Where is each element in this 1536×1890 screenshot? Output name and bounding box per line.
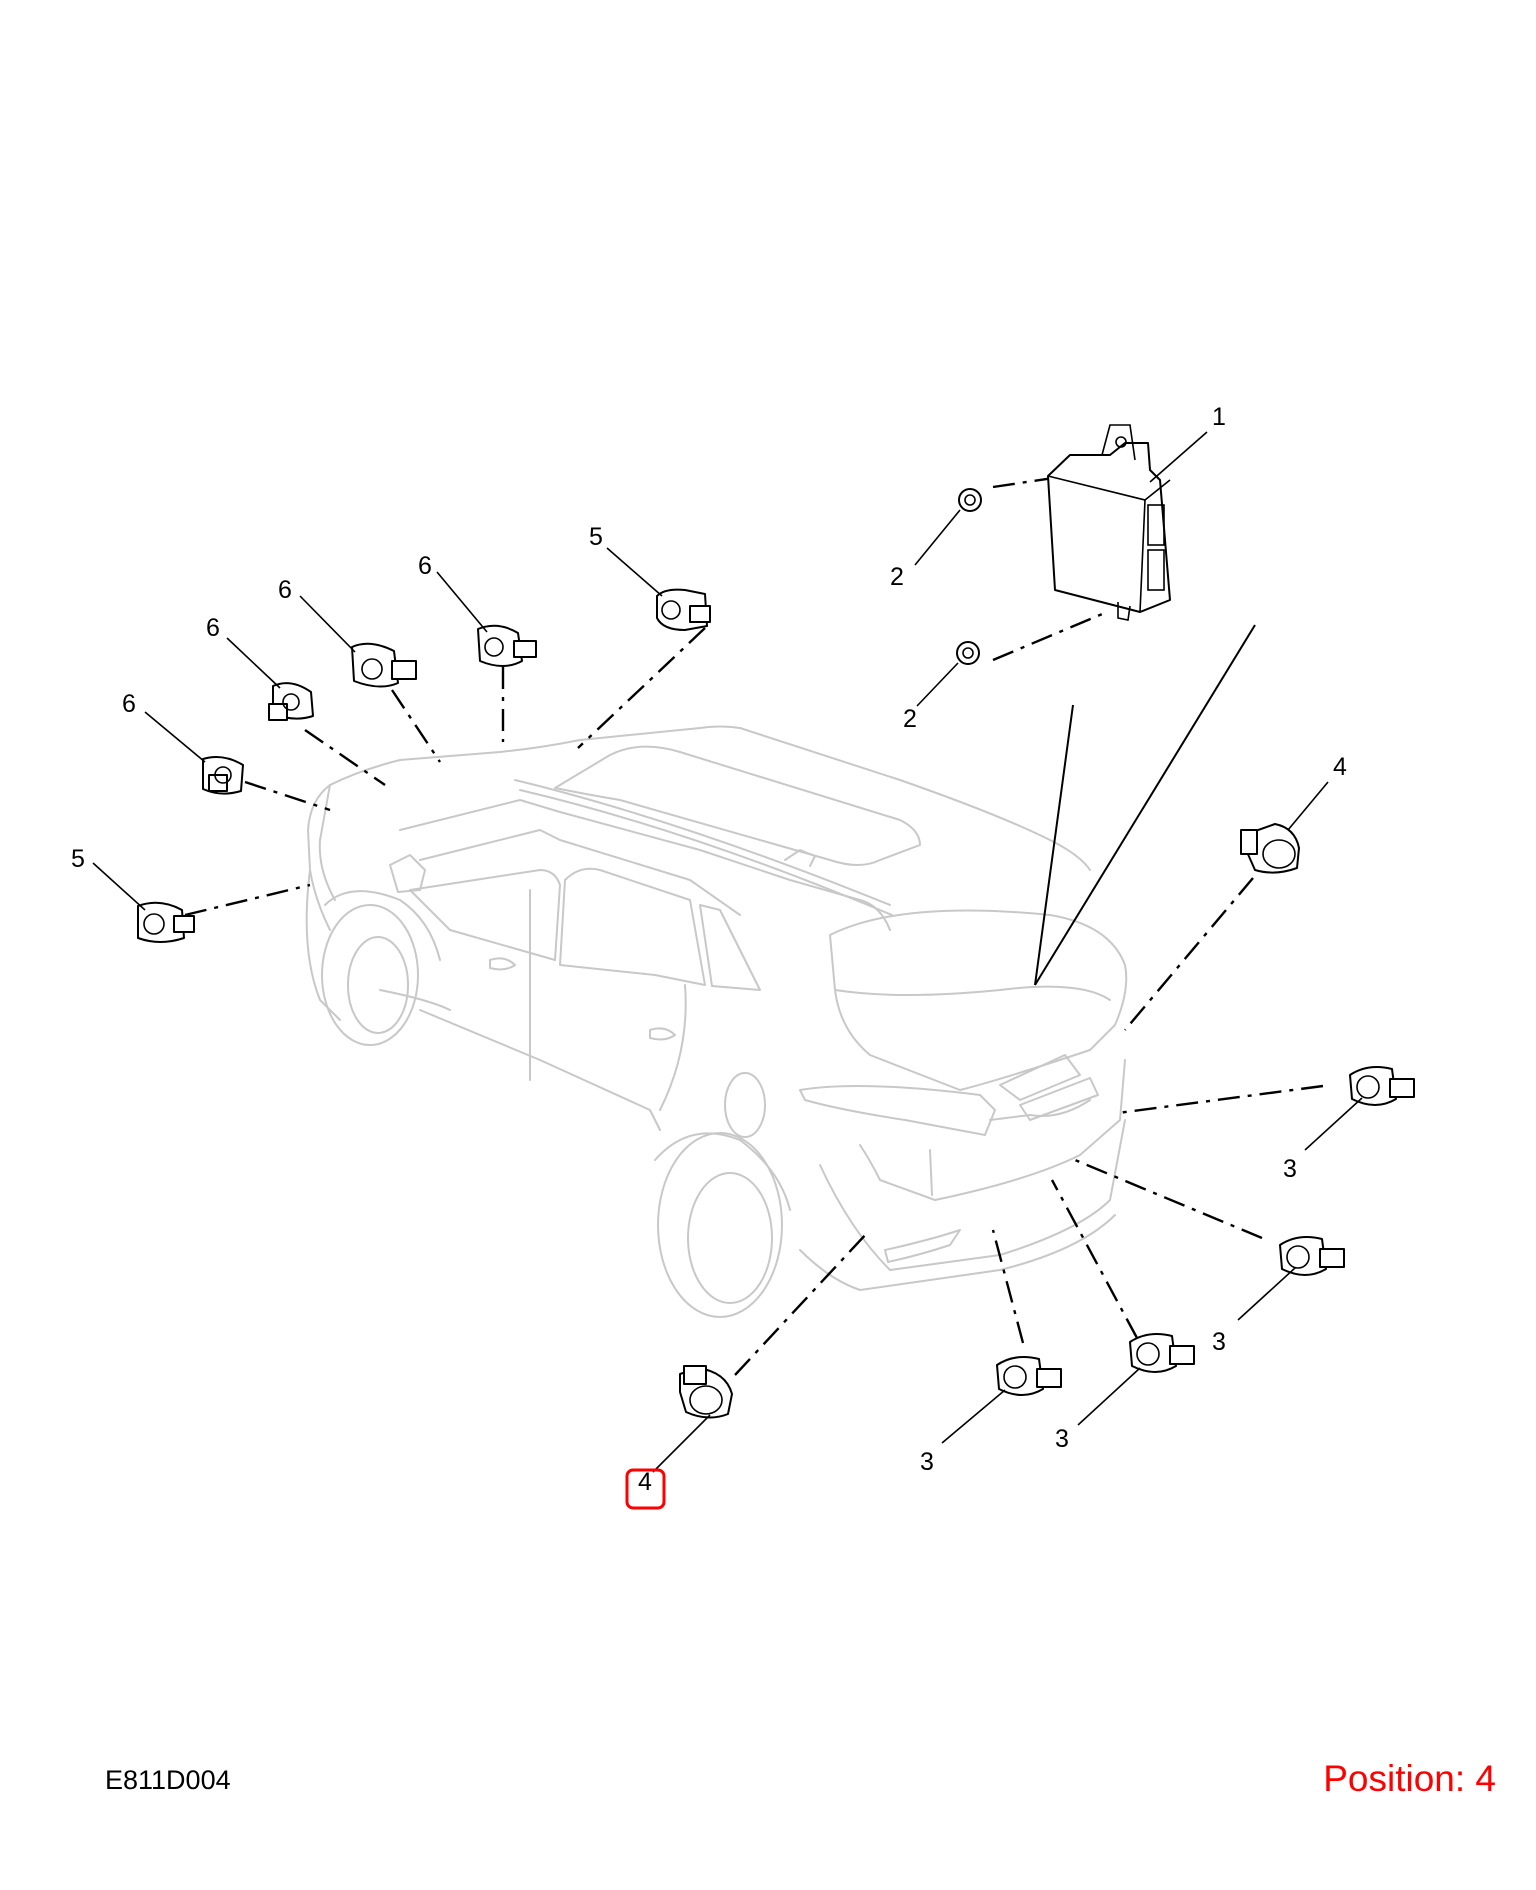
callout-2-lower[interactable]: 2	[903, 705, 917, 733]
sensor-5-upper	[656, 588, 711, 631]
sensor-3-c	[1129, 1333, 1195, 1373]
leader-lines	[92, 431, 1363, 1473]
module-pointer-lines	[1034, 624, 1256, 986]
callout-1[interactable]: 1	[1212, 403, 1226, 431]
callout-3-d[interactable]: 3	[920, 1448, 934, 1476]
callout-6-c[interactable]: 6	[206, 614, 220, 642]
sensor-3-a	[1349, 1066, 1415, 1106]
callout-5-upper[interactable]: 5	[589, 523, 603, 551]
highlight-box	[625, 1468, 666, 1510]
callout-6-d[interactable]: 6	[122, 690, 136, 718]
sensor-6-b	[351, 642, 417, 688]
parking-assist-module	[1047, 424, 1171, 621]
callout-3-c[interactable]: 3	[1055, 1425, 1069, 1453]
sensor-3-b	[1279, 1236, 1345, 1276]
diagram-code: E811D004	[105, 1765, 231, 1795]
callout-4-upper[interactable]: 4	[1333, 753, 1347, 781]
callout-6-b[interactable]: 6	[278, 576, 292, 604]
sensor-6-c	[268, 682, 314, 721]
locator-lines	[184, 468, 1324, 1376]
sensor-4-lower	[679, 1365, 733, 1419]
sensor-3-d	[996, 1356, 1062, 1396]
callout-labels: 1 2 2 3 3 3 3 4 4 5 5 6 6 6 6	[71, 403, 1347, 1496]
nut-lower	[956, 641, 980, 665]
sensor-6-a	[477, 624, 537, 667]
sensor-4-upper	[1240, 823, 1300, 874]
callout-3-b[interactable]: 3	[1212, 1328, 1226, 1356]
vehicle-outline	[305, 725, 1128, 1318]
callout-5-lower[interactable]: 5	[71, 845, 85, 873]
callout-4-lower[interactable]: 4	[638, 1468, 652, 1496]
position-label: Position: 4	[1323, 1758, 1496, 1799]
nut-upper	[958, 488, 982, 512]
callout-6-a[interactable]: 6	[418, 552, 432, 580]
sensor-6-d	[202, 756, 244, 795]
callout-2-upper[interactable]: 2	[890, 563, 904, 591]
callout-3-a[interactable]: 3	[1283, 1155, 1297, 1183]
sensor-5-lower	[137, 901, 195, 943]
